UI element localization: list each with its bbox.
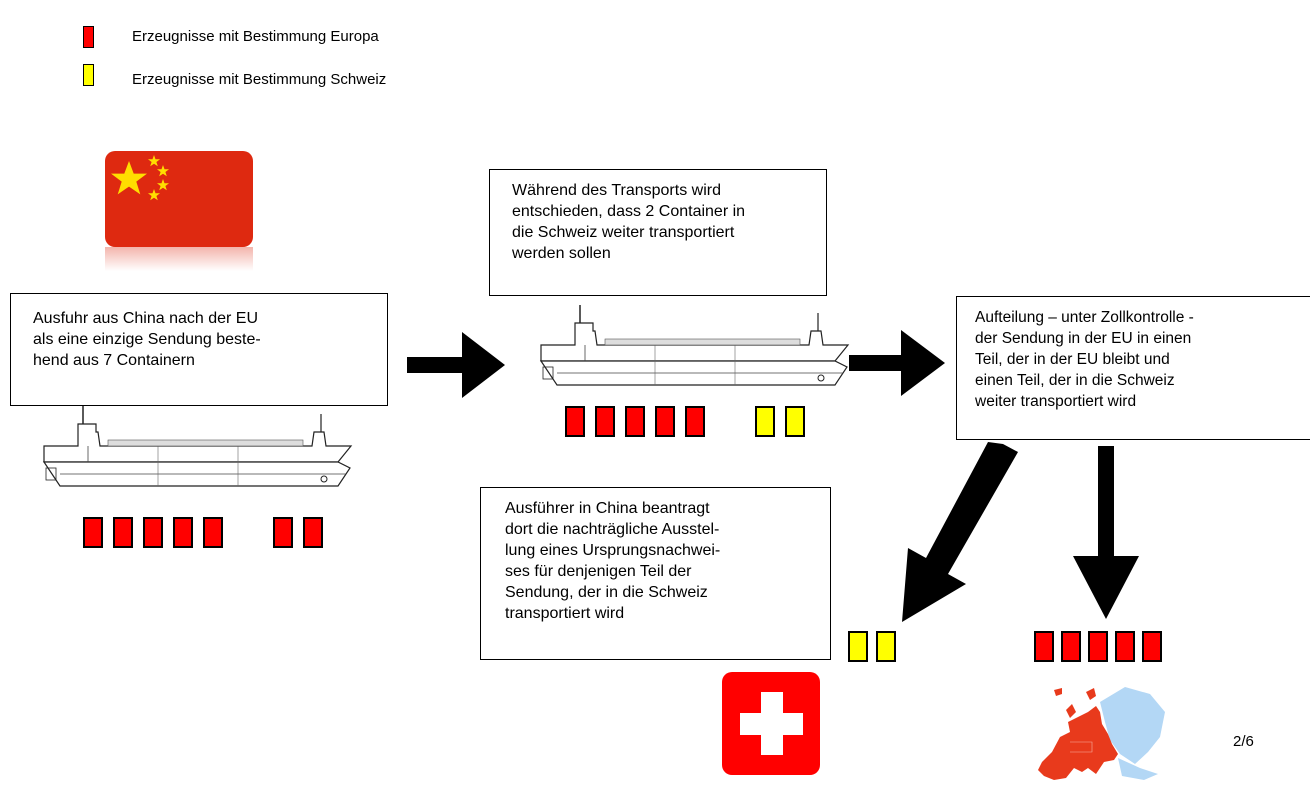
china-flag-icon bbox=[105, 151, 253, 271]
legend-label-europe: Erzeugnisse mit Bestimmung Europa bbox=[132, 28, 379, 45]
container-europe bbox=[83, 517, 103, 548]
ship-icon-transit bbox=[539, 305, 850, 386]
swiss-flag-icon bbox=[722, 672, 820, 775]
containers-transit bbox=[565, 406, 805, 437]
arrow-right-icon-1 bbox=[407, 332, 505, 398]
page-number: 2/6 bbox=[1233, 733, 1254, 750]
exporter-request-box: Ausführer in China beantragt dort die na… bbox=[480, 487, 831, 660]
container-europe bbox=[203, 517, 223, 548]
split-description-box: Aufteilung – unter Zollkontrolle - der S… bbox=[956, 296, 1310, 440]
legend-swatch-europe bbox=[83, 26, 94, 48]
container-europe bbox=[173, 517, 193, 548]
containers-start bbox=[83, 517, 323, 548]
container-europe bbox=[655, 406, 675, 437]
container-europe bbox=[1142, 631, 1162, 662]
export-description-box: Ausfuhr aus China nach der EU als eine e… bbox=[10, 293, 388, 406]
container-switzerland bbox=[848, 631, 868, 662]
containers-switzerland bbox=[848, 631, 896, 662]
container-switzerland bbox=[755, 406, 775, 437]
arrow-down-left-icon bbox=[902, 442, 1018, 622]
legend-label-switzerland: Erzeugnisse mit Bestimmung Schweiz bbox=[132, 71, 387, 88]
container-europe bbox=[273, 517, 293, 548]
europe-map-icon bbox=[1038, 687, 1165, 780]
arrow-down-icon bbox=[1073, 446, 1139, 619]
container-switzerland bbox=[876, 631, 896, 662]
container-europe bbox=[303, 517, 323, 548]
container-europe bbox=[685, 406, 705, 437]
container-europe bbox=[1034, 631, 1054, 662]
container-europe bbox=[1088, 631, 1108, 662]
container-europe bbox=[113, 517, 133, 548]
legend-swatch-switzerland bbox=[83, 64, 94, 86]
container-europe bbox=[625, 406, 645, 437]
transport-decision-box: Während des Transports wird entschieden,… bbox=[489, 169, 827, 296]
container-switzerland bbox=[785, 406, 805, 437]
ship-icon-start bbox=[42, 406, 353, 487]
container-europe bbox=[565, 406, 585, 437]
container-europe bbox=[143, 517, 163, 548]
container-gap bbox=[233, 517, 263, 548]
containers-eu bbox=[1034, 631, 1162, 662]
container-europe bbox=[1115, 631, 1135, 662]
container-europe bbox=[1061, 631, 1081, 662]
arrow-right-icon-2 bbox=[849, 330, 945, 396]
container-gap bbox=[715, 406, 745, 437]
container-europe bbox=[595, 406, 615, 437]
